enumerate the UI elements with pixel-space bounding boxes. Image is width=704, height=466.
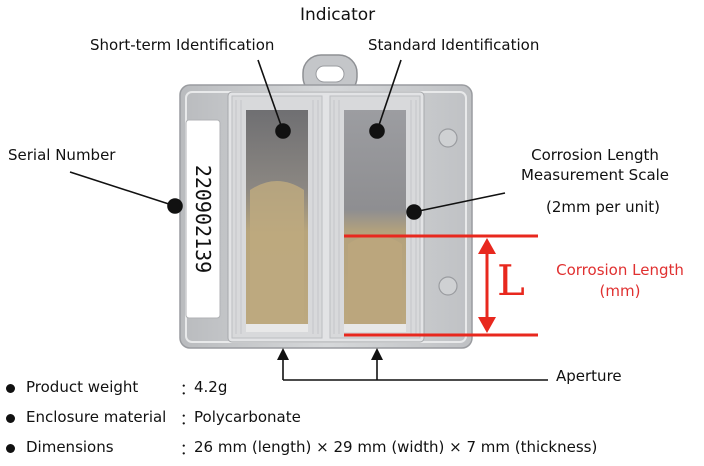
scale-label-line1: Corrosion Length (510, 146, 680, 164)
spec-colon: ： (180, 438, 195, 459)
standard-label: Standard Identification (368, 36, 539, 54)
bullet-icon (6, 414, 15, 423)
scale-unit-label: (2mm per unit) (528, 198, 678, 216)
spec-key: Product weight (26, 378, 138, 396)
corrosion-length-label: Corrosion Length (540, 261, 700, 279)
corrosion-unit-label: (mm) (540, 282, 700, 300)
spec-value: 4.2g (194, 378, 227, 396)
length-symbol: L (497, 258, 525, 304)
spec-key: Dimensions (26, 438, 114, 456)
short-term-indicator-window (246, 110, 308, 332)
serial-number-text: 220902139 (191, 165, 215, 273)
serial-number-label: Serial Number (8, 146, 115, 164)
scale-label-line2: Measurement Scale (510, 166, 680, 184)
spec-row-weight: Product weight ： 4.2g (0, 378, 704, 400)
spec-key: Enclosure material (26, 408, 166, 426)
indicator-label: Indicator (300, 6, 375, 24)
serial-label: 220902139 (186, 120, 220, 318)
spec-value: 26 mm (length) × 29 mm (width) × 7 mm (t… (194, 438, 597, 456)
short-term-label: Short-term Identification (90, 36, 274, 54)
bullet-icon (6, 384, 15, 393)
spec-row-material: Enclosure material ： Polycarbonate (0, 408, 704, 430)
bullet-icon (6, 444, 15, 453)
aperture-arrows (277, 348, 548, 380)
spec-row-dimensions: Dimensions ： 26 mm (length) × 29 mm (wid… (0, 438, 704, 460)
spec-colon: ： (180, 378, 195, 399)
spec-colon: ： (180, 408, 195, 429)
standard-indicator-window (344, 110, 406, 332)
spec-value: Polycarbonate (194, 408, 301, 426)
